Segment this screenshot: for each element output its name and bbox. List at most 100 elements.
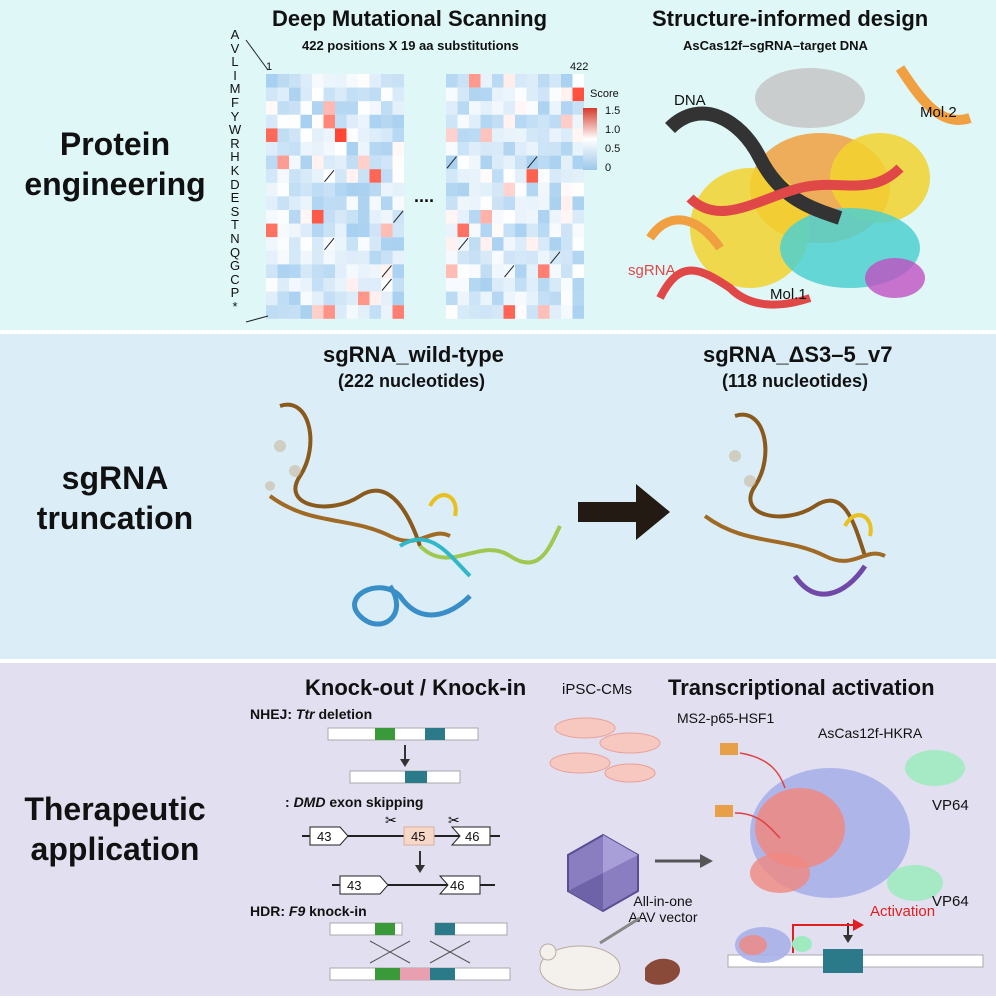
sgrna-truncated-structure	[703, 412, 886, 597]
exon-43-shape	[309, 826, 349, 846]
heatmap-cell	[503, 87, 515, 102]
heatmap-cell	[515, 155, 527, 170]
heatmap-cell	[492, 291, 504, 306]
heatmap-cell	[289, 196, 301, 210]
heatmap-cell	[469, 291, 481, 306]
aav-label: All-in-one AAV vector	[623, 893, 703, 925]
heatmap-cell	[381, 223, 393, 238]
heatmap-cell	[289, 305, 301, 319]
heatmap-cell	[392, 196, 404, 210]
heatmap-cell	[572, 169, 584, 183]
heatmap-cell	[561, 169, 573, 183]
heatmap-cell	[503, 142, 515, 156]
heatmap-cell	[538, 237, 550, 251]
wt-title: sgRNA_wild-type	[323, 342, 504, 367]
heatmap-cell	[392, 278, 404, 292]
heatmap-cell	[469, 250, 481, 265]
heatmap-cell	[538, 87, 550, 102]
heatmap-cell	[358, 142, 370, 156]
heatmap-cell	[538, 264, 550, 278]
heatmap-cell	[515, 169, 527, 183]
heatmap-cell	[526, 196, 538, 210]
structure-label-dna: DNA	[674, 92, 706, 109]
heatmap-cell	[266, 101, 278, 115]
structure-label-sgrna: sgRNA	[628, 262, 676, 279]
ipsc-cardiomyocytes-icon	[549, 717, 661, 783]
dms-subtitle: 422 positions X 19 aa substitutions	[302, 38, 519, 53]
heatmap-cell	[381, 196, 393, 210]
heatmap-cell	[457, 155, 469, 170]
row-label-line-1: Protein	[59, 126, 171, 162]
heatmap-cell	[469, 114, 481, 129]
heatmap-cell	[300, 101, 312, 115]
aa-label: I	[233, 67, 237, 83]
heatmap-cell	[549, 210, 561, 224]
heatmap-cell	[515, 87, 527, 102]
ms2-label: MS2-p65-HSF1	[677, 710, 775, 726]
heatmap-cell	[289, 169, 301, 183]
heatmap-cell	[300, 114, 312, 129]
heatmap-cell	[515, 128, 527, 142]
colorbar-title: Score	[590, 88, 619, 100]
heatmap-cell	[323, 278, 335, 292]
heatmap-cell	[323, 210, 335, 224]
heatmap-cell	[515, 291, 527, 306]
heatmap-cell	[300, 169, 312, 183]
heatmap-cell	[526, 237, 538, 251]
heatmap-cell	[369, 278, 381, 292]
heatmap-cell	[381, 101, 393, 115]
heatmap-cell	[335, 305, 347, 319]
heatmap-cell	[515, 196, 527, 210]
colorbar-tick-2: 1.0	[605, 124, 621, 136]
colorbar-tick-1: 1.5	[605, 105, 621, 117]
heatmap-cell	[381, 210, 393, 224]
heatmap-cell	[312, 264, 324, 278]
heatmap-cell	[549, 101, 561, 115]
vp64-label-top: VP64	[932, 797, 969, 814]
heatmap-cell	[369, 305, 381, 319]
heatmap-cell	[323, 250, 335, 265]
heatmap-cell	[266, 278, 278, 292]
heatmap-cell	[446, 264, 458, 278]
heatmap-cell	[392, 250, 404, 265]
heatmap-cell	[289, 128, 301, 142]
heatmap-cell	[492, 305, 504, 319]
heatmap-cell	[346, 128, 358, 142]
heatmap-cell	[549, 196, 561, 210]
heatmap-cell	[549, 237, 561, 251]
heatmap-cell	[300, 305, 312, 319]
row-label-line-2: engineering	[24, 166, 206, 202]
heatmap-cell	[480, 182, 492, 197]
heatmap-cell	[457, 278, 469, 292]
heatmap-cell	[358, 74, 370, 88]
heatmap-cell	[538, 291, 550, 306]
aa-label: D	[230, 176, 240, 192]
structure-label-mol2: Mol.2	[920, 104, 957, 121]
heatmap-cell	[561, 291, 573, 306]
heatmap-cell	[503, 114, 515, 129]
heatmap-cell	[369, 101, 381, 115]
aa-label: P	[230, 285, 240, 301]
heatmap-cell	[277, 196, 289, 210]
heatmap-cell	[446, 114, 458, 129]
heatmap-cell	[312, 250, 324, 265]
heatmap-cell	[346, 264, 358, 278]
heatmap-cell	[549, 278, 561, 292]
heatmap-cell	[457, 142, 469, 156]
heatmap-cell	[515, 223, 527, 238]
heatmap-cell	[277, 305, 289, 319]
heatmap-cell	[392, 182, 404, 197]
heatmap-cell	[457, 114, 469, 129]
heatmap-cell	[392, 305, 404, 319]
heatmap-cell	[526, 142, 538, 156]
heatmap-cell	[266, 264, 278, 278]
aa-label: E	[230, 190, 240, 206]
heatmap-cell	[469, 169, 481, 183]
heatmap-cell	[312, 237, 324, 251]
aa-label: M	[229, 81, 241, 97]
heatmap-cell	[469, 264, 481, 278]
heatmap-cell	[446, 237, 458, 251]
heatmap-cell	[503, 101, 515, 115]
aa-label: L	[231, 54, 239, 70]
hdr-label: HDR: F9 knock-in	[250, 903, 367, 919]
